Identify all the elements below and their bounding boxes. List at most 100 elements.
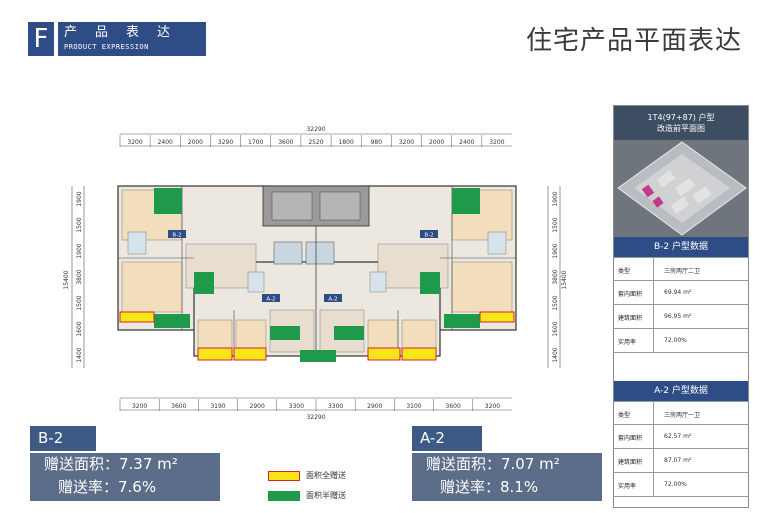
half-gift-area [300,350,336,362]
plan-total-width-top: 32290 [306,126,325,133]
right-total-dim: 15400 [561,270,568,289]
dimension-label: 1400 [76,347,83,362]
legend-full-gift: 面积全赠送 [268,470,346,481]
legend-half-label: 面积半赠送 [306,491,346,500]
a2-gift-area: 赠送面积：7.07 m² [426,455,560,473]
unit-tags: B-2 A-2 A-2 B-2 [168,230,438,303]
half-gift-area [334,326,364,340]
dimension-label: 3190 [210,403,225,410]
dimension-label: 2400 [158,139,173,146]
dimension-label: 2900 [367,403,382,410]
dimension-label: 1800 [339,139,354,146]
panel-heading-line2: 改造前平面图 [657,124,705,133]
plan-total-width-bottom: 32290 [306,414,325,421]
panel-spacer [614,353,748,381]
legend-swatch-green [268,490,300,501]
half-gift-area [420,272,440,294]
dimension-label: 1600 [552,321,559,336]
dimension-label: 2000 [429,139,444,146]
a2-label: A-2 [412,426,482,451]
dimension-label: 1500 [552,295,559,310]
legend-swatch-yellow [268,470,300,481]
dimension-label: 1500 [76,217,83,232]
dimension-label: 2520 [308,139,323,146]
dimension-label: 1600 [76,321,83,336]
full-gift-area [479,311,515,323]
half-gift-area [444,314,480,328]
full-gift-area [119,311,155,323]
gift-areas [119,188,515,362]
unit-tag-b2-right: B-2 [424,233,433,239]
b2-stats: 赠送面积：7.37 m² 赠送率：7.6% [30,453,220,501]
dimension-label: 3200 [127,139,142,146]
dimension-label: 2400 [459,139,474,146]
panel-heading-line1: 1T4(97+87) 户型 [647,113,715,122]
floor-plan-drawing: 32290 3200 2400 2000 3290 1700 3600 2520 1800 98… [63,126,568,421]
dimension-label: 3200 [485,403,500,410]
legend-half-gift: 面积半赠送 [268,490,346,501]
full-gift-area [197,347,233,361]
dimension-label: 2900 [250,403,265,410]
half-gift-area [194,272,214,294]
section-header: F 产品表达 PRODUCT EXPRESSION [28,22,206,56]
half-gift-area [452,188,480,214]
a2-gift-rate: 赠送率：8.1% [440,478,539,496]
dimension-label: 1900 [552,243,559,258]
dimension-label: 980 [371,139,383,146]
section-label-box: 产品表达 PRODUCT EXPRESSION [58,22,206,56]
dimension-label: 3800 [552,269,559,284]
floor-plan: 32290 3200 2400 2000 3290 1700 3600 2520 1800 98… [58,122,574,422]
a2-stats: 赠送面积：7.07 m² 赠送率：8.1% [412,453,602,501]
full-gift-area [367,347,401,361]
page-title: 住宅产品平面表达 [525,26,742,56]
half-gift-area [154,314,190,328]
top-dimension-labels: 3200 2400 2000 3290 1700 3600 2520 1800 980 3200 2… [119,135,505,147]
a2-data-title: A-2 户型数据 [614,381,748,401]
b2-gift-rate: 赠送率：7.6% [58,478,157,496]
dimension-label: 3600 [278,139,293,146]
unit-data-panel: 1T4(97+87) 户型 改造前平面图 B-2 户型数据 类型三房两厅二卫 套… [613,105,749,508]
dimension-label: 3600 [171,403,186,410]
dimension-label: 1900 [76,243,83,258]
unit-tag-b2-left: B-2 [172,233,181,239]
dimension-label: 3200 [489,139,504,146]
legend-full-label: 面积全赠送 [306,471,346,480]
b2-gift-area: 赠送面积：7.37 m² [44,455,178,473]
dimension-label: 1700 [248,139,263,146]
dimension-label: 2000 [188,139,203,146]
site-plan-thumbnail [614,140,748,237]
dimension-label: 3800 [76,269,83,284]
b2-label: B-2 [30,426,96,451]
unit-tag-a2-right: A-2 [328,297,337,303]
dimension-label: 1400 [552,347,559,362]
unit-tag-a2-left: A-2 [266,297,275,303]
section-letter: F [28,22,54,56]
dimension-label: 3600 [446,403,461,410]
b2-data-title: B-2 户型数据 [614,237,748,257]
dimension-label: 3290 [218,139,233,146]
full-gift-area [401,347,437,361]
dimension-label: 1500 [552,217,559,232]
half-gift-area [270,326,300,340]
dimension-label: 3300 [289,403,304,410]
table-row: 类型三房两厅一卫 [614,401,748,425]
panel-heading: 1T4(97+87) 户型 改造前平面图 [614,106,748,140]
dimension-label: 3300 [328,403,343,410]
dimension-label: 3200 [132,403,147,410]
dimension-label: 1500 [76,295,83,310]
section-title-cn: 产品表达 [64,25,189,40]
dimension-label: 3100 [406,403,421,410]
dimension-label: 3200 [399,139,414,146]
left-total-dim: 15400 [63,270,70,289]
